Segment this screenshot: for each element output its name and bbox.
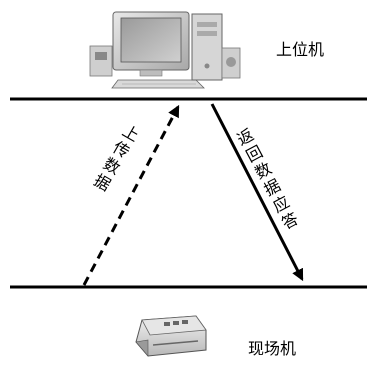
response-arrow-label-char: 答	[278, 209, 301, 233]
upload-arrow	[82, 104, 180, 286]
upper-node-label: 上位机	[276, 40, 324, 59]
response-arrow	[210, 103, 304, 282]
response-arrow-label-char: 回	[243, 142, 266, 166]
response-arrow-label-char: 据	[261, 175, 284, 199]
field-node-label: 现场机	[248, 339, 296, 358]
desktop-computer-icon	[89, 11, 241, 89]
response-arrow-label-char: 数	[252, 159, 275, 183]
field-device-icon	[135, 315, 207, 357]
response-arrow-label-char: 应	[270, 192, 293, 216]
response-arrow-label-char: 返	[234, 125, 257, 149]
